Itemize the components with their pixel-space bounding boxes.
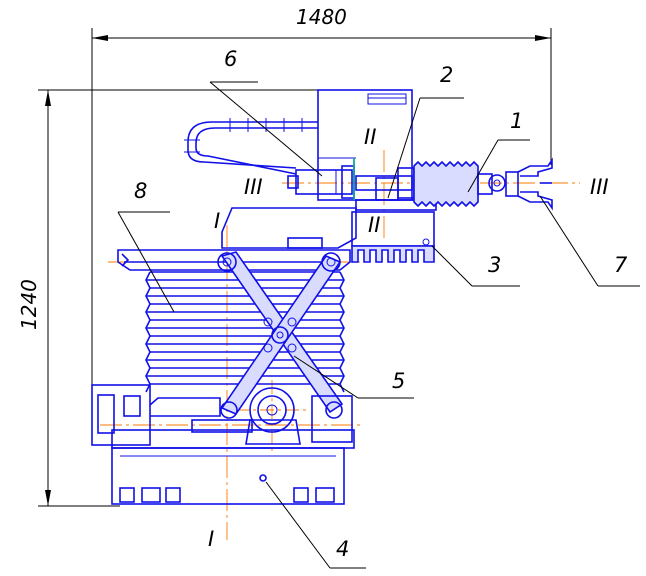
part-label-7: 7 [614, 253, 628, 277]
lower-drive [91, 384, 355, 449]
part-label-8: 8 [134, 179, 147, 203]
leader-lines [117, 81, 640, 569]
part-label-6: 6 [224, 47, 237, 71]
part-label-4: 4 [336, 537, 349, 561]
section-mark-II-top: II [364, 125, 376, 149]
section-mark-I-bottom: I [208, 527, 214, 551]
hydraulic-hose [184, 118, 318, 175]
cylinder-3 [351, 211, 435, 263]
section-mark-III-right: III [590, 175, 609, 199]
width-dimension: 1480 [91, 5, 552, 385]
scissor-link-5 [217, 251, 344, 419]
height-dimension: 1240 [17, 89, 318, 507]
hose-clamps [184, 118, 303, 153]
part-label-1: 1 [510, 109, 523, 133]
base-4 [111, 447, 345, 505]
section-mark-II-bottom: II [368, 213, 380, 237]
gripper-7 [505, 157, 553, 211]
section-mark-III-left: III [244, 175, 263, 199]
part-label-2: 2 [440, 63, 453, 87]
part-label-5: 5 [392, 369, 405, 393]
section-mark-I-top: I [214, 209, 220, 233]
width-dimension-value: 1480 [296, 5, 347, 29]
cylinder-6 [287, 158, 355, 200]
height-dimension-value: 1240 [17, 279, 41, 330]
part-label-3: 3 [488, 253, 501, 277]
arm-bellows-1 [355, 160, 506, 208]
